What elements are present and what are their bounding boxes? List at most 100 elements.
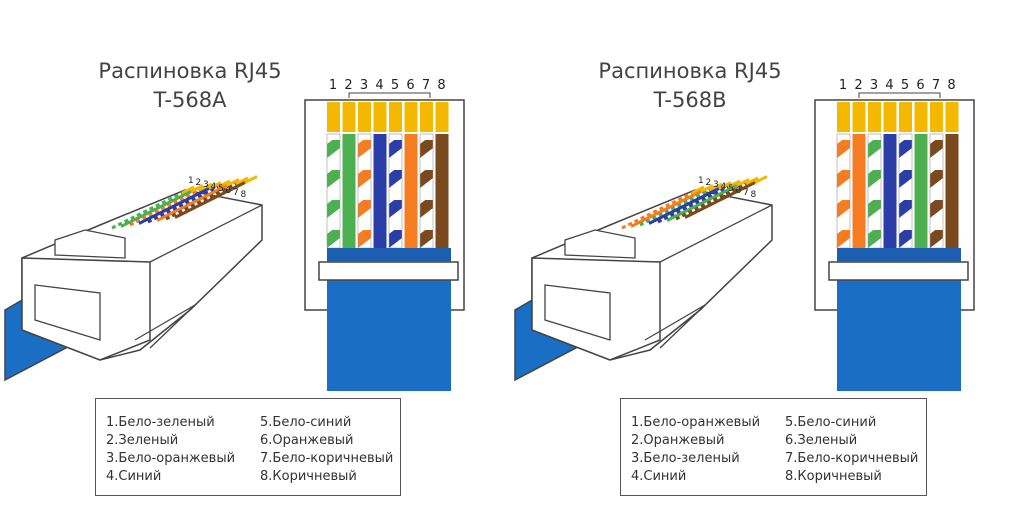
legend-t568a: 1.Бело-зеленый 2.Зеленый 3.Бело-оранжевы… xyxy=(95,398,401,496)
mini-wire-striped xyxy=(621,191,693,230)
mini-pin-number: 2 xyxy=(705,178,712,188)
pin-number: 1 xyxy=(838,78,848,93)
legend-item: 8.Коричневый xyxy=(785,469,882,484)
mini-wire-striped xyxy=(675,182,747,221)
legend-item: 3.Бело-зеленый xyxy=(631,451,740,466)
mini-pin-number: 5 xyxy=(218,184,224,194)
title-line2: T-568B xyxy=(653,88,727,112)
wire-solid xyxy=(342,134,356,248)
mini-gold-contact xyxy=(217,179,231,189)
legend-item: 4.Синий xyxy=(106,469,162,484)
legend-item: 6.Оранжевый xyxy=(260,433,354,448)
clip-band xyxy=(828,261,969,281)
mini-gold-contact xyxy=(700,184,714,193)
pin-number: 6 xyxy=(916,78,925,93)
gold-contact xyxy=(404,102,418,132)
mini-pin-number: 8 xyxy=(240,190,247,200)
mini-gold-contact xyxy=(208,181,222,190)
title-t568b: Распиновка RJ45 T-568B xyxy=(560,57,820,115)
edge-line xyxy=(149,204,263,263)
mini-pin-number: 7 xyxy=(743,188,749,198)
mini-wire-solid xyxy=(648,187,720,225)
pin-number: 7 xyxy=(931,78,941,93)
legend-col2: 5.Бело-синий 6.Оранжевый 7.Бело-коричнев… xyxy=(260,414,393,486)
pin-number: 4 xyxy=(885,78,894,93)
legend-item: 2.Зеленый xyxy=(106,433,179,448)
wire-solid xyxy=(404,134,418,248)
gold-contact xyxy=(420,102,433,132)
cable-opening xyxy=(544,284,611,341)
gold-contact xyxy=(327,102,340,132)
gold-contact xyxy=(852,102,866,132)
gold-contact xyxy=(837,102,850,132)
gold-contact xyxy=(883,102,897,132)
cable-top xyxy=(837,248,961,262)
legend-col1: 1.Бело-зеленый 2.Зеленый 3.Бело-оранжевы… xyxy=(106,414,235,486)
mini-gold-contact xyxy=(691,185,705,195)
wire-striped xyxy=(836,133,851,249)
mini-pin-number: 4 xyxy=(720,182,727,192)
connector-front-face xyxy=(21,257,151,361)
pin-number: 5 xyxy=(390,78,400,93)
wire-solid xyxy=(852,134,866,248)
mini-pin-number: 1 xyxy=(698,176,704,186)
mini-pin-number: 6 xyxy=(225,186,232,196)
pin-number: 1 xyxy=(328,78,338,93)
mini-gold-contact xyxy=(754,175,768,184)
mini-gold-contact xyxy=(226,178,240,187)
mini-pin-number: 5 xyxy=(728,184,734,194)
legend-item: 2.Оранжевый xyxy=(631,433,725,448)
legend-item: 6.Зеленый xyxy=(785,433,858,448)
title-line2: T-568A xyxy=(153,88,227,112)
mini-pin-number: 8 xyxy=(750,190,757,200)
title-line1: Распиновка RJ45 xyxy=(598,59,782,83)
legend-item: 7.Бело-коричневый xyxy=(260,451,394,466)
mini-pin-number: 1 xyxy=(188,176,194,186)
mini-gold-contact xyxy=(190,184,204,193)
gold-contact xyxy=(899,102,912,132)
cable-opening xyxy=(34,284,101,341)
legend-item: 1.Бело-оранжевый xyxy=(631,415,761,430)
mini-pin-number: 3 xyxy=(203,180,209,190)
legend-col2: 5.Бело-синий 6.Зеленый 7.Бело-коричневый… xyxy=(785,414,918,486)
mini-pin-number: 2 xyxy=(195,178,202,188)
mini-pin-number: 4 xyxy=(210,182,217,192)
legend-item: 7.Бело-коричневый xyxy=(785,451,919,466)
wire-solid xyxy=(435,134,449,248)
wire-solid xyxy=(883,134,897,248)
gold-contact xyxy=(342,102,356,132)
mini-wire-solid xyxy=(156,184,228,222)
mini-wire-solid xyxy=(174,181,246,219)
wire-solid xyxy=(945,134,959,248)
mini-gold-contact xyxy=(244,175,258,184)
mini-wire-striped xyxy=(129,188,201,227)
mini-wire-solid xyxy=(630,190,702,228)
gold-contact xyxy=(373,102,387,132)
gold-contact xyxy=(389,102,402,132)
mini-wire-striped xyxy=(165,182,237,221)
mini-gold-contact xyxy=(745,176,759,186)
pin-number: 2 xyxy=(344,78,353,93)
mini-wire-striped xyxy=(639,188,711,227)
legend-item: 8.Коричневый xyxy=(260,469,357,484)
legend-item: 4.Синий xyxy=(631,469,687,484)
mini-wire-striped xyxy=(657,185,729,224)
mini-gold-contact xyxy=(199,182,213,192)
legend-item: 1.Бело-зеленый xyxy=(106,415,215,430)
wire-striped xyxy=(929,133,944,249)
pin-number: 8 xyxy=(947,78,956,93)
mini-pin-number: 7 xyxy=(233,188,239,198)
mini-wire-striped xyxy=(147,185,219,224)
mini-pin-number: 3 xyxy=(713,180,719,190)
wire-striped xyxy=(898,133,913,249)
pin-number: 4 xyxy=(375,78,384,93)
mini-wire-solid xyxy=(138,187,210,225)
pin-number: 6 xyxy=(406,78,415,93)
latch-window xyxy=(564,229,636,259)
mini-gold-contact xyxy=(736,178,750,187)
legend-item: 5.Бело-синий xyxy=(785,415,877,430)
gold-contact xyxy=(868,102,881,132)
pin-number: 3 xyxy=(869,78,879,93)
edge-line xyxy=(659,204,773,263)
